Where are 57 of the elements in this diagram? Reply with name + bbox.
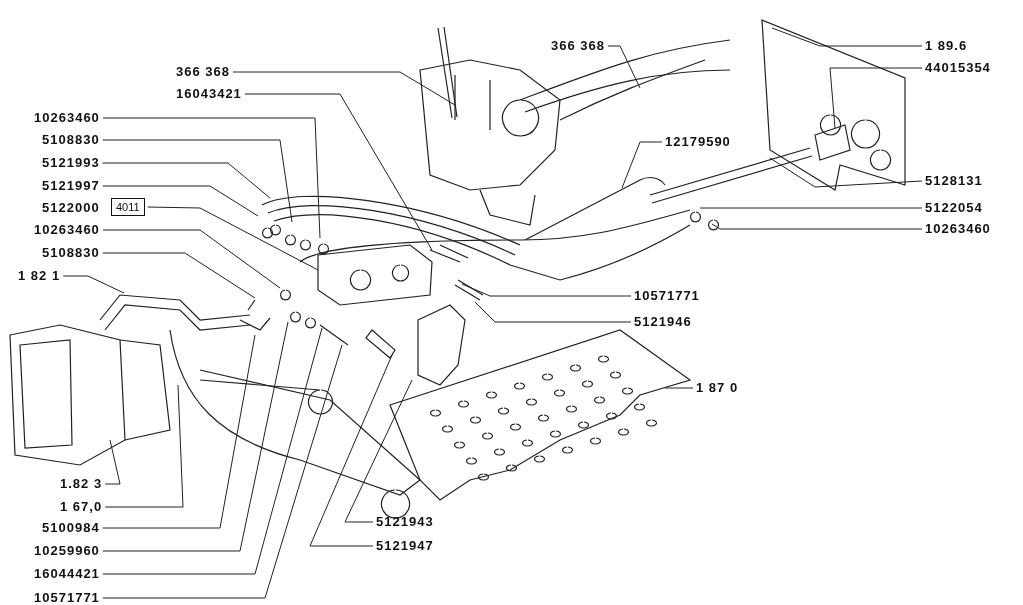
leader-line: [102, 139, 293, 223]
reference-box: 4011: [111, 198, 145, 216]
leader-line: [461, 283, 632, 297]
callout-number: 1 67,0: [60, 499, 103, 515]
leader-line: [474, 301, 632, 323]
leader-line: [102, 229, 281, 289]
callout-number: 1 87 0: [696, 380, 739, 396]
leader-line: [102, 321, 289, 552]
callout-number: 44015354: [925, 60, 991, 76]
callout-number: 5121947: [376, 538, 434, 554]
callout-number: 1 82 1: [18, 268, 61, 284]
callout-number: 5121997: [42, 178, 100, 194]
callout-number: 1 89.6: [925, 38, 968, 54]
leader-line: [102, 252, 256, 299]
callout-number: 10263460: [34, 110, 100, 126]
leader-line: [102, 334, 256, 529]
callout-number: 10263460: [34, 222, 100, 238]
callout-number: 10571771: [34, 590, 100, 605]
leader-line: [699, 207, 923, 209]
callout-number: 10263460: [925, 221, 991, 237]
callout-number: 10259960: [34, 543, 100, 559]
callout-number: 5121943: [376, 514, 434, 530]
callout-number: 16043421: [176, 86, 242, 102]
callout-number: 5108830: [42, 132, 100, 148]
part-number: 5122000: [42, 200, 100, 216]
leader-line: [102, 185, 259, 217]
callout-number: 5128131: [925, 173, 983, 189]
leader-line: [769, 157, 923, 188]
leader-line: [147, 206, 319, 271]
callout-number: 12179590: [665, 134, 731, 150]
leader-line: [711, 223, 923, 230]
callout-number: 1.82 3: [60, 476, 103, 492]
leader-line: [102, 162, 271, 199]
leader-line: [664, 387, 694, 389]
callout-number: 5121993: [42, 155, 100, 171]
callout-number: 16044421: [34, 566, 100, 582]
callout-number: 366 368: [176, 64, 230, 80]
leader-line: [232, 71, 456, 106]
leader-line: [771, 27, 923, 47]
leader-line: [102, 117, 321, 239]
callout-number: 5121946: [634, 314, 692, 330]
callout-number: 5108830: [42, 245, 100, 261]
callout-number: 10571771: [634, 288, 700, 304]
leader-line: [344, 379, 413, 523]
leader-line: [309, 354, 393, 547]
leader-line: [104, 439, 121, 485]
leader-line: [621, 141, 663, 189]
leader-line: [607, 45, 641, 89]
callout-number: 5100984: [42, 520, 100, 536]
leader-line: [102, 327, 323, 575]
leader-line: [102, 344, 343, 599]
leader-line: [62, 275, 125, 294]
leader-line: [104, 384, 184, 508]
leader-line: [829, 67, 923, 129]
leader-line: [244, 93, 433, 251]
callout-number: 366 368: [551, 38, 605, 54]
callout-number: 5122054: [925, 200, 983, 216]
